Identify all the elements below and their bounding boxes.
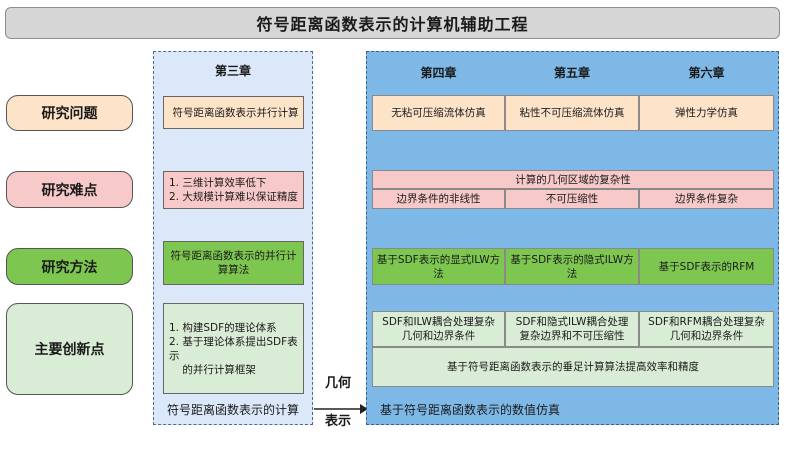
category-research-problem: 研究问题 xyxy=(6,95,133,131)
chapter6-innovation-cell: SDF和RFM耦合处理复杂 几何和边界条件 xyxy=(639,311,774,347)
chapter3-innovation-item: 的并行计算框架 xyxy=(169,363,256,376)
category-research-method: 研究方法 xyxy=(6,248,133,285)
category-research-difficulty: 研究难点 xyxy=(6,171,133,208)
chapter6-problem-cell: 弹性力学仿真 xyxy=(639,95,774,131)
chapter3-caption: 符号距离函数表示的计算 xyxy=(166,402,299,417)
chapter5-innovation-cell: SDF和隐式ILW耦合处理 复杂边界和不可压缩性 xyxy=(505,311,639,347)
chapter4-innovation-line: 几何和边界条件 xyxy=(401,330,476,342)
chapter3-innovation-item: 2. 基于理论体系提出SDF表示 xyxy=(169,335,298,362)
chapter6-method-cell: 基于SDF表示的RFM xyxy=(639,248,774,285)
chapter6-difficulty-cell: 边界条件复杂 xyxy=(639,189,774,209)
chapter4-method-cell: 基于SDF表示的显式ILW方法 xyxy=(372,248,505,285)
shared-difficulty-cell: 计算的几何区域的复杂性 xyxy=(372,170,774,189)
chapter5-difficulty-cell: 不可压缩性 xyxy=(505,189,639,209)
chapter3-difficulty-item: 2. 大规模计算难以保证精度 xyxy=(169,191,298,203)
chapter5-innovation-line: 复杂边界和不可压缩性 xyxy=(519,330,625,342)
chapter4-difficulty-cell: 边界条件的非线性 xyxy=(372,189,505,209)
chapters-4-6-caption: 基于符号距离函数表示的数值仿真 xyxy=(380,402,561,417)
chapter6-header: 第六章 xyxy=(688,65,725,80)
chapter3-innovation-item: 1. 构建SDF的理论体系 xyxy=(169,321,277,334)
connector-label: 几何 表示 xyxy=(318,376,358,429)
chapter4-problem-cell: 无粘可压缩流体仿真 xyxy=(372,95,505,131)
category-main-innovation: 主要创新点 xyxy=(6,303,133,395)
chapter4-header: 第四章 xyxy=(420,65,457,80)
connector-label-line2: 表示 xyxy=(324,414,351,429)
chapter6-innovation-line: SDF和RFM耦合处理复杂 xyxy=(648,316,765,328)
chapter5-problem-cell: 粘性不可压缩流体仿真 xyxy=(505,95,639,131)
chapter3-innovation-box: 1. 构建SDF的理论体系 2. 基于理论体系提出SDF表示 的并行计算框架 xyxy=(163,303,304,394)
chapter3-difficulty-item: 1. 三维计算效率低下 xyxy=(169,177,267,189)
shared-innovation-cell: 基于符号距离函数表示的垂足计算算法提高效率和精度 xyxy=(372,347,774,387)
chapter3-method-box: 符号距离函数表示的并行计算算法 xyxy=(163,241,304,285)
chapter3-header: 第三章 xyxy=(214,63,251,78)
page-title: 符号距离函数表示的计算机辅助工程 xyxy=(5,7,780,39)
chapter6-innovation-line: 几何和边界条件 xyxy=(669,330,744,342)
connector-label-line1: 几何 xyxy=(324,376,351,391)
chapter5-header: 第五章 xyxy=(553,65,590,80)
chapter4-innovation-cell: SDF和ILW耦合处理复杂 几何和边界条件 xyxy=(372,311,505,347)
chapter5-innovation-line: SDF和隐式ILW耦合处理 xyxy=(515,316,629,328)
chapter3-problem-box: 符号距离函数表示并行计算 xyxy=(163,96,304,129)
chapter5-method-cell: 基于SDF表示的隐式ILW方法 xyxy=(505,248,639,285)
right-arrow-icon xyxy=(314,404,368,414)
chapter3-difficulty-box: 1. 三维计算效率低下 2. 大规模计算难以保证精度 xyxy=(163,171,304,209)
chapter4-innovation-line: SDF和ILW耦合处理复杂 xyxy=(382,316,495,328)
